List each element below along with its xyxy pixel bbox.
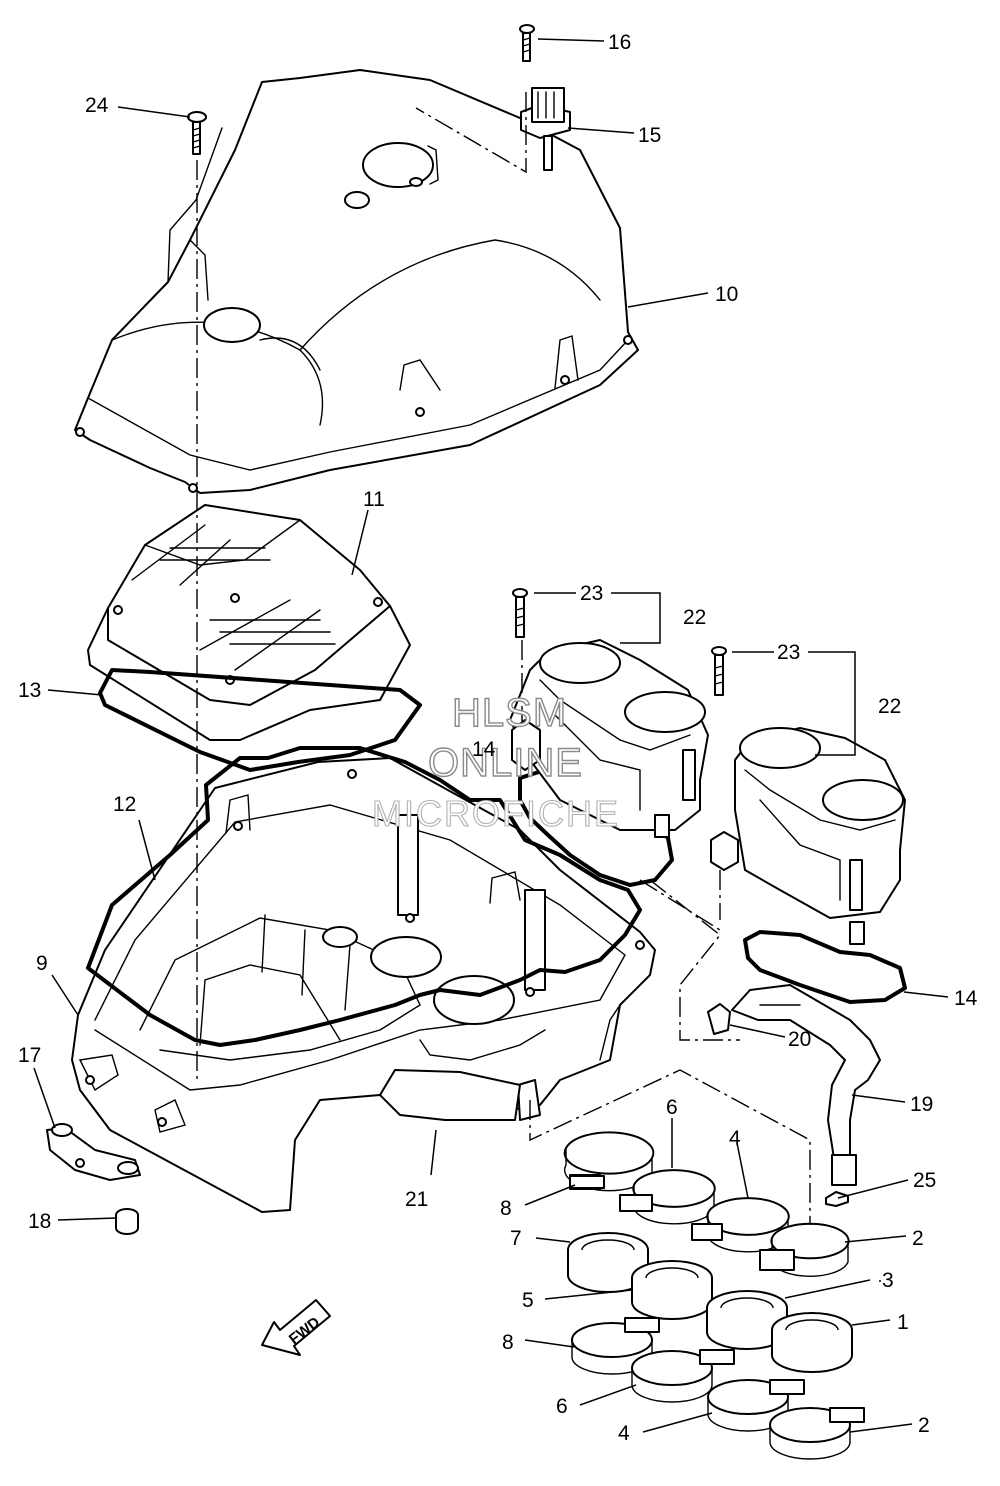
callout-20: 20 [788,1028,811,1051]
callout-6-upper: 6 [666,1096,678,1119]
callout-10: 10 [715,283,738,306]
part-22-funnel-upper [509,639,709,838]
callout-17: 17 [18,1044,41,1067]
part-2-clamp-upper [759,1222,850,1277]
callout-4-lower: 4 [618,1422,630,1445]
part-8-screw-upper [569,1175,605,1189]
callout-9: 9 [36,952,48,975]
callout-3: 3 [882,1269,894,1292]
part-4-clamp-lower [707,1379,805,1432]
callout-15: 15 [638,124,661,147]
part-15-sensor [520,87,571,171]
part-13-gasket [98,668,422,772]
callout-13: 13 [18,679,41,702]
callout-7: 7 [510,1227,522,1250]
callout-5: 5 [522,1289,534,1312]
callout-18: 18 [28,1210,51,1233]
part-5-joint [631,1260,713,1320]
part-25-clamp [825,1191,849,1207]
callout-19: 19 [910,1093,933,1116]
fwd-arrow: FWD [261,1299,331,1356]
part-7-joint [567,1232,649,1293]
callout-2-upper: 2 [912,1227,924,1250]
part-12-gasket [86,746,642,1047]
callout-21: 21 [405,1188,428,1211]
watermark: HLSM ONLINE MICROFICHE [371,690,620,834]
callout-16: 16 [608,31,631,54]
callout-11: 11 [363,488,385,511]
part-6-clamp-mid [619,1169,716,1225]
part-11-filter-element [87,504,411,741]
part-16-screw [519,24,535,62]
assembly-lines [196,92,811,1225]
watermark-line-2: ONLINE [428,741,583,785]
callout-2-lower: 2 [918,1414,930,1437]
part-18-grommet [115,1208,139,1235]
callout-4-upper: 4 [729,1127,741,1150]
watermark-line-3: MICROFICHE [372,793,620,834]
callout-23-upper: 23 [580,582,603,605]
part-2-clamp-lower [769,1407,865,1460]
callout-1: 1 [897,1311,909,1334]
callout-14-lower: 14 [954,987,978,1010]
part-3-joint [706,1290,788,1350]
callout-22-upper: 22 [683,606,706,629]
part-8-clamp-lower [571,1317,660,1375]
part-17-bracket [46,1123,141,1181]
callout-24: 24 [85,94,109,117]
callout-22-lower: 22 [878,695,901,718]
part-14-gasket-lower [743,930,907,1004]
callout-8-upper: 8 [500,1197,512,1220]
part-21-duct [379,1069,521,1121]
callout-25: 25 [913,1169,936,1192]
callout-numbers: 16 15 24 10 11 13 14 12 9 17 18 21 23 22… [18,31,978,1445]
callout-14-upper: 14 [472,738,496,761]
leader-lines [33,38,949,1433]
part-19-hose [731,984,881,1186]
callout-23-lower: 23 [777,641,800,664]
callout-12: 12 [113,793,136,816]
part-4-clamp-upper [691,1197,790,1253]
callout-6-lower: 6 [556,1395,568,1418]
part-20-clip [707,1003,731,1035]
watermark-line-1: HLSM [452,691,567,735]
part-22-funnel-lower [710,727,906,945]
part-24-screw [187,111,207,155]
callout-8-lower: 8 [502,1331,514,1354]
part-6-clamp-lower [631,1349,735,1403]
part-23-screws [512,588,727,696]
part-10-case-cover [74,69,639,494]
part-1-joint [771,1312,853,1373]
